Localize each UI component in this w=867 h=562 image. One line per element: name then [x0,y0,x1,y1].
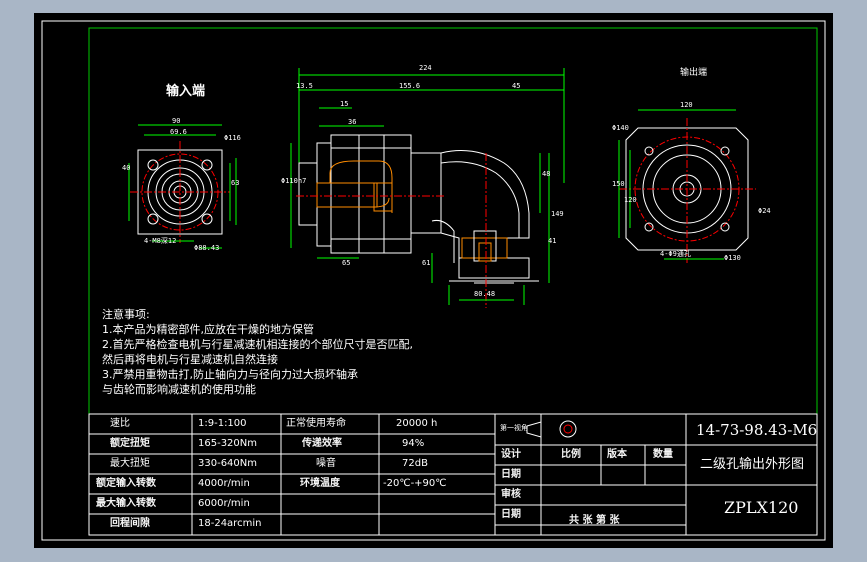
spec-r6-k1: 回程间隙 [110,518,150,529]
output-view-title: 输出端 [680,68,708,78]
dim-out-150: 150 [612,180,625,188]
dim-overall: 224 [419,64,432,72]
spec-r1-k2: 正常使用寿命 [286,418,346,429]
dim-13-5: 13.5 [296,82,313,90]
dim-61: 61 [422,259,431,267]
dim-65: 65 [342,259,351,267]
dim-45: 45 [512,82,521,90]
dim-in-pcd: Φ88.43 [194,244,220,252]
dim-in-116: Φ116 [224,134,241,142]
dim-bottom: 80.48 [474,290,496,298]
spec-r1-v2: 20000 h [396,418,438,429]
dim-in-69-6: 69.6 [170,128,187,136]
dim-36: 36 [348,118,357,126]
dim-shaft-dia: Φ110h7 [281,177,307,185]
spec-r4-k1: 额定输入转数 [96,478,156,489]
note-line-1: 1.本产品为精密部件,应放在干燥的地方保管 [102,323,314,336]
side-view [290,68,565,308]
spec-r3-v1: 330-640Nm [198,458,258,469]
dim-15: 15 [340,100,349,108]
title-block-lines [494,413,818,536]
spec-r2-v1: 165-320Nm [198,438,258,449]
dim-out-pcd: Φ130 [724,254,741,262]
input-end-view [128,124,237,249]
spec-r5-v1: 6000r/min [198,498,250,509]
dim-out-140: Φ140 [612,124,629,132]
tb-view-label: 第一视角 [500,424,528,432]
dim-155-6: 155.6 [399,82,421,90]
tb-date-1: 日期 [501,469,521,480]
tb-audit: 审核 [501,489,521,500]
drawing-linework [41,20,826,541]
spec-r2-k2: 传递效率 [302,438,342,449]
spec-r6-v1: 18-24arcmin [198,518,262,529]
dim-out-24: Φ24 [758,207,771,215]
tb-date-2: 日期 [501,509,521,520]
dim-41: 41 [548,237,557,245]
tb-drawing-code: 14-73-98.43-M6 [696,421,818,439]
dim-149: 149 [551,210,564,218]
dim-in-90: 90 [172,117,181,125]
spec-table-lines [88,413,496,536]
spec-r4-v2: -20℃-+90℃ [383,478,447,489]
spec-r1-k1: 速比 [110,418,130,429]
dim-in-40: 40 [122,164,131,172]
notes-title: 注意事项: [102,308,150,321]
output-end-view [618,109,756,263]
spec-r3-v2: 72dB [402,458,428,469]
note-line-5: 与齿轮而影响减速机的使用功能 [102,383,256,396]
tb-drawing-name: 二级孔输出外形图 [700,457,805,472]
tb-qty: 数量 [653,449,673,460]
tb-scale: 比例 [561,449,581,460]
spec-r3-k2: 噪音 [316,458,336,469]
input-view-title: 输入端 [166,84,206,99]
spec-r4-k2: 环境温度 [300,478,340,489]
drawing-sheet: 输入端 输出端 224 13.5 155.6 45 15 36 65 61 48… [34,13,833,548]
dim-in-63: 63 [231,179,240,187]
spec-r1-v1: 1:9-1:100 [198,418,247,429]
dim-48: 48 [542,170,551,178]
tb-design: 设计 [501,449,521,460]
spec-r5-k1: 最大输入转数 [96,498,156,509]
note-line-4: 3.严禁用重物击打,防止轴向力与径向力过大损坏轴承 [102,368,358,381]
spec-r4-v1: 4000r/min [198,478,250,489]
tb-model: ZPLX120 [724,498,799,517]
dim-out-120: 120 [680,101,693,109]
note-line-3: 然后再将电机与行星减速机自然连接 [102,353,278,366]
spec-r2-v2: 94% [402,438,425,449]
spec-r3-k1: 最大扭矩 [110,458,150,469]
dim-in-m8: 4-M8深12 [144,237,177,245]
note-line-2: 2.首先严格检查电机与行星减速机相连接的个部位尺寸是否匹配, [102,338,413,351]
spec-r2-k1: 额定扭矩 [110,438,150,449]
tb-sheets: 共 张 第 张 [569,515,620,526]
dim-out-hole: 4-Φ9通孔 [660,250,691,258]
dim-out-120b: 120 [624,196,637,204]
tb-version: 版本 [607,449,627,460]
